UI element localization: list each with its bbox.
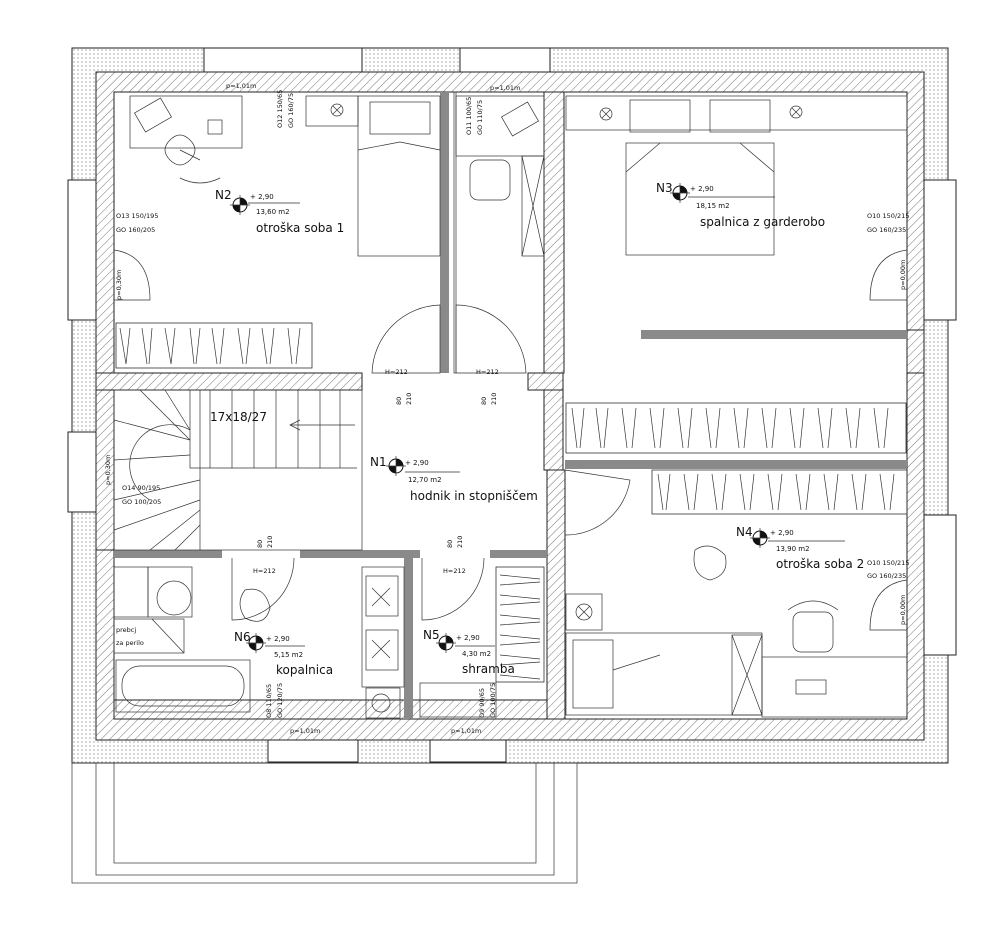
stair-label: 17x18/27: [210, 410, 267, 424]
svg-text:GO 120/75: GO 120/75: [276, 683, 284, 718]
svg-text:+ 2,90: + 2,90: [456, 634, 480, 642]
svg-text:+ 2,90: + 2,90: [405, 459, 429, 467]
svg-text:O13 150/195: O13 150/195: [116, 212, 158, 220]
sill-right-1: p=0,00m: [899, 260, 907, 290]
svg-text:13,60 m2: 13,60 m2: [256, 208, 290, 216]
furniture-n3: [455, 95, 908, 257]
svg-text:GO 160/235: GO 160/235: [867, 572, 906, 580]
room-name-n2: otroška soba 1: [256, 221, 344, 235]
window-openings: [67, 47, 957, 763]
window-codes: O13 150/195 GO 160/205 O12 150/65 GO 160…: [116, 90, 909, 718]
svg-text:O10 150/215: O10 150/215: [867, 212, 909, 220]
svg-text:O14 90/195: O14 90/195: [122, 484, 160, 492]
svg-text:+ 2,90: + 2,90: [690, 185, 714, 193]
sill-top-2: p=1,01m: [490, 84, 520, 92]
interior-walls: [95, 91, 925, 720]
balcony-outline: [71, 762, 578, 884]
svg-text:210: 210: [490, 393, 498, 405]
staircase: 17x18/27: [113, 389, 363, 551]
svg-text:H=212: H=212: [385, 368, 408, 376]
svg-text:N6: N6: [234, 630, 251, 644]
room-marker-n1: N1 + 2,90 12,70 m2 hodnik in stopniščem: [370, 455, 538, 503]
door-labels: H=212 80 210 H=212 80 210 H=212 80 210 H…: [253, 368, 499, 575]
sill-left-2: p=0,30m: [104, 455, 112, 485]
washer-label-2: za perilo: [116, 639, 144, 647]
svg-text:GO 160/235: GO 160/235: [867, 226, 906, 234]
svg-text:210: 210: [456, 536, 464, 548]
room-name-n3: spalnica z garderobo: [700, 215, 825, 229]
sill-bot-2: p=1,01m: [451, 727, 481, 735]
svg-text:80: 80: [256, 540, 264, 548]
svg-text:GO 160/205: GO 160/205: [116, 226, 155, 234]
svg-text:210: 210: [266, 536, 274, 548]
room-marker-n3: N3 + 2,90 18,15 m2 spalnica z garderobo: [656, 181, 825, 229]
wardrobes: [115, 322, 908, 683]
room-marker-n4: N4 + 2,90 13,90 m2 otroška soba 2: [736, 525, 864, 571]
svg-text:O9 90/65: O9 90/65: [478, 688, 486, 718]
svg-text:N5: N5: [423, 628, 440, 642]
svg-text:5,15 m2: 5,15 m2: [274, 651, 303, 659]
room-marker-n5: N5 + 2,90 4,30 m2 shramba: [423, 628, 515, 676]
svg-text:18,15 m2: 18,15 m2: [696, 202, 730, 210]
room-name-n6: kopalnica: [276, 663, 333, 677]
svg-text:N2: N2: [215, 188, 232, 202]
svg-text:80: 80: [395, 397, 403, 405]
svg-text:H=212: H=212: [476, 368, 499, 376]
door-swings: [113, 249, 908, 631]
svg-text:GO 100/75: GO 100/75: [489, 683, 497, 718]
furniture-n4: [565, 545, 908, 718]
svg-text:H=212: H=212: [443, 567, 466, 575]
furniture-n2: [129, 95, 441, 257]
svg-text:+ 2,90: + 2,90: [266, 635, 290, 643]
svg-text:13,90 m2: 13,90 m2: [776, 545, 810, 553]
washer-label-1: prebcj: [116, 626, 136, 634]
svg-text:H=212: H=212: [253, 567, 276, 575]
svg-text:GO 110/75: GO 110/75: [476, 100, 484, 135]
svg-text:+ 2,90: + 2,90: [250, 193, 274, 201]
room-name-n1: hodnik in stopniščem: [410, 489, 538, 503]
bathroom-fixtures: prebcj za perilo: [113, 566, 497, 719]
room-marker-n2: N2 + 2,90 13,60 m2 otroška soba 1: [215, 188, 344, 235]
room-name-n4: otroška soba 2: [776, 557, 864, 571]
sill-right-2: p=0,00m: [899, 595, 907, 625]
svg-text:+ 2,90: + 2,90: [770, 529, 794, 537]
svg-text:GO 100/205: GO 100/205: [122, 498, 161, 506]
sill-bot-1: p=1,01m: [290, 727, 320, 735]
svg-text:N3: N3: [656, 181, 673, 195]
svg-text:80: 80: [446, 540, 454, 548]
svg-text:210: 210: [405, 393, 413, 405]
svg-text:GO 160/75: GO 160/75: [287, 93, 295, 128]
svg-text:O11 100/65: O11 100/65: [465, 97, 473, 135]
sill-left-1: p=0,30m: [115, 270, 123, 300]
svg-text:N1: N1: [370, 455, 387, 469]
svg-text:N4: N4: [736, 525, 753, 539]
room-marker-n6: N6 + 2,90 5,15 m2 kopalnica: [234, 630, 333, 677]
room-name-n5: shramba: [462, 662, 515, 676]
sill-top-1: p=1,01m: [226, 82, 256, 90]
svg-text:O8 110/65: O8 110/65: [265, 684, 273, 718]
svg-text:O12 150/65: O12 150/65: [276, 90, 284, 128]
svg-text:80: 80: [480, 397, 488, 405]
svg-text:12,70 m2: 12,70 m2: [408, 476, 442, 484]
svg-text:4,30 m2: 4,30 m2: [462, 650, 491, 658]
svg-text:O10 150/215: O10 150/215: [867, 559, 909, 567]
